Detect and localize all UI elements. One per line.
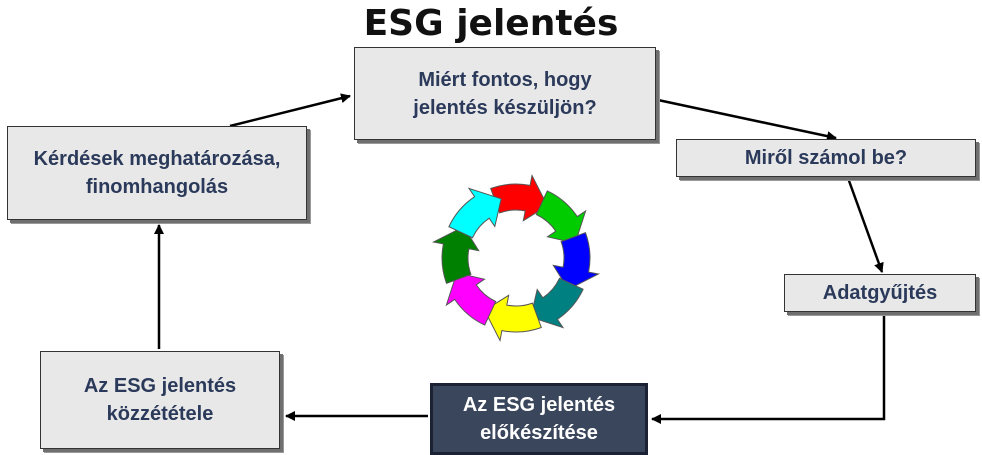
page-title: ESG jelentés bbox=[363, 3, 619, 44]
cycle-arrow-darkgreen bbox=[431, 225, 480, 284]
box-questions-line-2: finomhangolás bbox=[85, 176, 229, 198]
box-why-important: Miért fontos, hogy jelentés készüljön? bbox=[354, 47, 656, 140]
cycle-arrow-yellow bbox=[483, 294, 542, 343]
box-prepare-line-1: Az ESG jelentés bbox=[462, 394, 616, 416]
cycle-arrow-blue bbox=[552, 232, 601, 291]
box-what-reported: Miről számol be? bbox=[676, 139, 976, 177]
box-why-line-1: Miért fontos, hogy bbox=[418, 68, 592, 91]
cycle-arrow-group bbox=[431, 173, 601, 343]
cycle-arrow-cyan bbox=[448, 187, 502, 239]
box-questions-line-1: Kérdések meghatározása, bbox=[33, 148, 281, 170]
cycle-arrow-magenta bbox=[445, 272, 497, 326]
arrow-data-to-prepare bbox=[651, 312, 886, 424]
arrow-questions-to-why bbox=[229, 93, 351, 128]
box-prepare-line-2: előkészítése bbox=[480, 422, 598, 444]
arrow-why-to-what bbox=[657, 98, 837, 142]
box-publish-line-2: közzététele bbox=[106, 403, 214, 425]
box-data-line-1: Adatgyűjtés bbox=[822, 282, 938, 304]
cycle-arrow-teal bbox=[530, 277, 584, 329]
box-publish-line-1: Az ESG jelentés bbox=[83, 375, 237, 397]
box-define-questions: Kérdések meghatározása, finomhangolás bbox=[7, 126, 307, 220]
cycle-arrow-red bbox=[490, 173, 549, 222]
arrow-what-to-data bbox=[846, 177, 884, 273]
box-what-line-1: Miről számol be? bbox=[744, 147, 908, 169]
box-report-publication: Az ESG jelentés közzététele bbox=[40, 351, 280, 449]
cycle-arrow-green bbox=[535, 190, 587, 244]
box-data-collection: Adatgyűjtés bbox=[784, 274, 976, 312]
box-why-line-2: jelentés készüljön? bbox=[413, 96, 597, 119]
